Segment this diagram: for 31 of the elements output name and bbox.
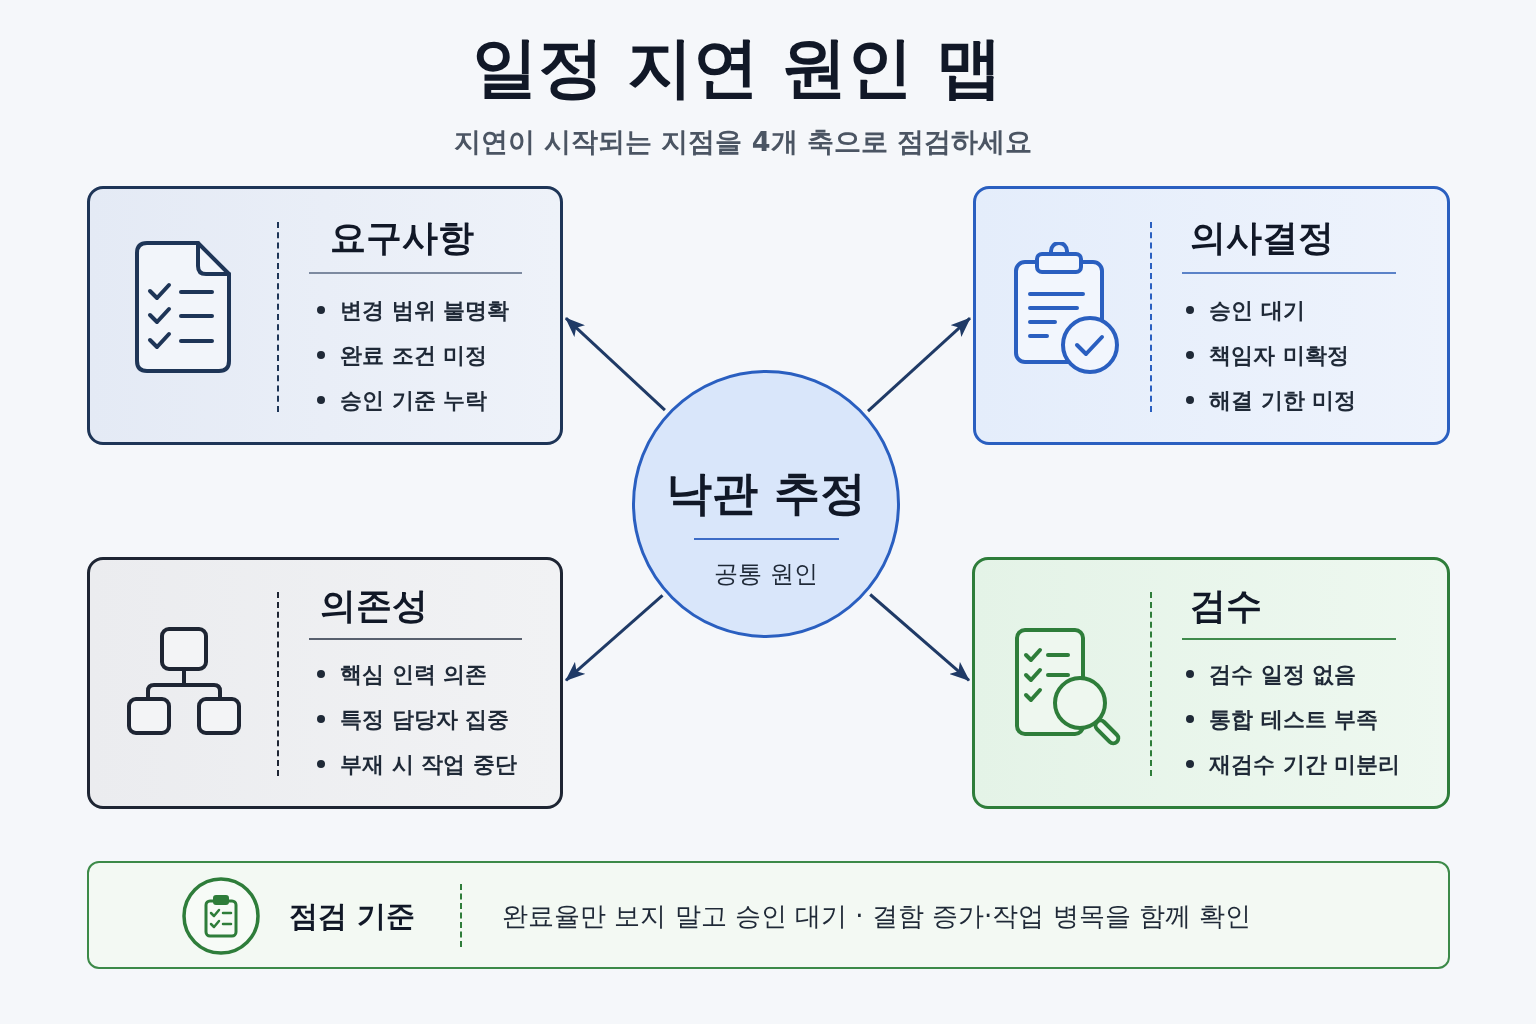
banner-text: 완료율만 보지 말고 승인 대기 · 결함 증가·작업 병목을 함께 확인: [502, 900, 1252, 933]
bullet-text: 핵심 인력 의존: [340, 660, 488, 689]
arrow: [564, 317, 666, 412]
cause-card: [87, 557, 563, 809]
card-heading: 검수: [1190, 583, 1262, 628]
bullet-text: 검수 일정 없음: [1209, 660, 1357, 689]
subtitle: 지연이 시작되는 지점을 4개 축으로 점검하세요: [453, 124, 1033, 159]
cause-card: [972, 557, 1450, 809]
bullet-text: 완료 조건 미정: [340, 341, 488, 370]
arrow: [867, 317, 971, 413]
card-heading: 의사결정: [1190, 215, 1334, 260]
card-heading: 의존성: [320, 583, 428, 628]
banner-heading: 점검 기준: [289, 898, 416, 935]
bullet-text: 통합 테스트 부족: [1209, 705, 1379, 734]
bullet-text: 재검수 기간 미분리: [1209, 750, 1401, 779]
cause-card: [973, 186, 1450, 445]
arrow: [565, 594, 664, 682]
bullet-text: 승인 기준 누락: [340, 386, 488, 415]
page-title: 일정 지연 원인 맵: [471, 28, 1003, 108]
circle-subtitle: 공통 원인: [714, 558, 818, 590]
bullet-text: 부재 시 작업 중단: [340, 750, 517, 779]
bullet-text: 특정 담당자 집중: [340, 705, 510, 734]
note-banner: [87, 861, 1450, 969]
bullet-text: 승인 대기: [1209, 296, 1305, 325]
circle-heading: 낙관 추정: [666, 465, 866, 522]
card-heading: 요구사항: [330, 215, 474, 260]
cause-card: [87, 186, 563, 445]
bullet-text: 책임자 미확정: [1209, 341, 1349, 370]
bullet-text: 해결 기한 미정: [1209, 386, 1357, 415]
bullet-text: 변경 범위 불명확: [340, 296, 510, 325]
arrow: [869, 593, 970, 682]
